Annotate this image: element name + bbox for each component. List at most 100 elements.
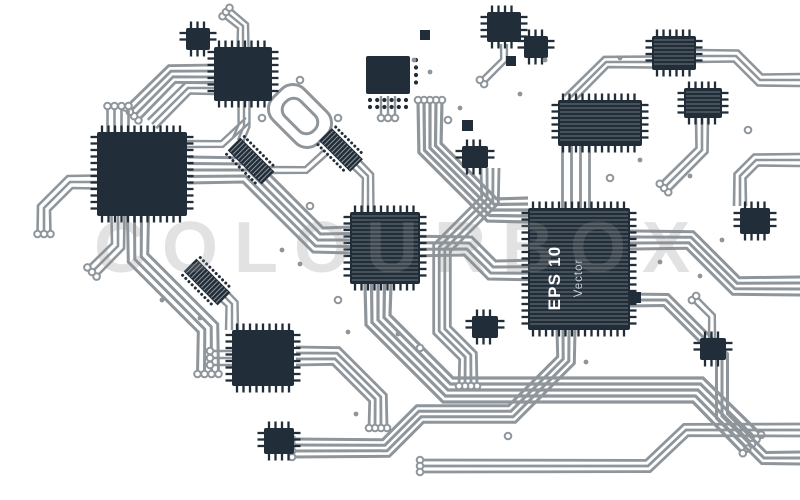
via-dot bbox=[159, 297, 165, 303]
mcu-left bbox=[90, 125, 194, 223]
connector-pad bbox=[221, 278, 225, 282]
connector-pad bbox=[208, 265, 212, 269]
loop-inner bbox=[280, 96, 320, 136]
bga-ball bbox=[367, 97, 373, 103]
connector-pad bbox=[247, 175, 251, 179]
via-ring bbox=[454, 381, 464, 391]
bga-ball bbox=[403, 104, 409, 110]
via-ring bbox=[83, 263, 92, 272]
connector-pad bbox=[249, 141, 253, 145]
trace-stub-left-southwest bbox=[83, 215, 126, 281]
connector-pad bbox=[346, 138, 350, 142]
via-ring bbox=[124, 101, 133, 111]
via-dot bbox=[637, 157, 643, 163]
via-ring bbox=[110, 101, 119, 111]
bga-ball bbox=[396, 97, 401, 103]
via-dot bbox=[617, 55, 623, 61]
bga-ball bbox=[413, 65, 419, 70]
connector-pad bbox=[206, 299, 210, 303]
connector-pad bbox=[197, 289, 201, 293]
chip-tr-3 bbox=[645, 29, 703, 77]
mcu-top-left bbox=[207, 40, 279, 108]
connector-pad bbox=[187, 280, 191, 284]
via-ring bbox=[305, 201, 315, 211]
via-dot bbox=[427, 69, 433, 75]
connector-pad bbox=[214, 272, 218, 276]
bga-ball bbox=[403, 97, 409, 103]
connector-pad bbox=[201, 259, 205, 263]
trace-bus-right-southeast bbox=[629, 292, 800, 466]
trace-link-mcu-loop bbox=[186, 116, 251, 149]
watermark-text: COLOURBOX bbox=[94, 208, 706, 288]
chip-tr-1 bbox=[480, 5, 528, 49]
trace-link-conn3-qfp bbox=[349, 157, 375, 213]
via-ring bbox=[333, 113, 343, 123]
via-ring bbox=[691, 291, 701, 301]
via-ring bbox=[738, 448, 748, 458]
via-ring bbox=[390, 113, 400, 123]
trace-link-topleft-mcu bbox=[146, 80, 215, 130]
connector-pad bbox=[234, 162, 238, 166]
connector-pad bbox=[338, 165, 342, 169]
via-ring bbox=[443, 115, 453, 125]
trace-bus-center-vertical bbox=[413, 95, 529, 224]
capacitor bbox=[420, 30, 430, 40]
connector-pad bbox=[265, 157, 269, 161]
via-ring bbox=[655, 179, 665, 189]
bga-top bbox=[366, 56, 419, 110]
connector-pad bbox=[271, 163, 275, 167]
via-ring bbox=[415, 343, 425, 353]
connector-pad bbox=[340, 131, 344, 135]
trace-bus-right-edge bbox=[732, 152, 800, 207]
connector-pad bbox=[252, 144, 256, 148]
chip-label-vector: Vector bbox=[573, 259, 585, 298]
via-ring bbox=[103, 101, 112, 111]
via-ring bbox=[193, 369, 202, 379]
connector-pad bbox=[242, 135, 246, 139]
via-ring bbox=[207, 369, 216, 379]
trace-stub-tr1-south bbox=[475, 43, 509, 89]
connector-pad bbox=[350, 141, 354, 145]
bga-ball bbox=[389, 104, 394, 110]
chip-mid-small-1 bbox=[455, 139, 495, 175]
connector-pad bbox=[184, 276, 188, 280]
via-ring bbox=[376, 113, 386, 123]
via-dot bbox=[279, 247, 285, 253]
connector-pad bbox=[231, 159, 235, 163]
connector-1 bbox=[225, 135, 275, 185]
connector-pad bbox=[356, 147, 360, 151]
via-dot bbox=[542, 57, 548, 63]
connector-pad bbox=[200, 292, 204, 296]
via-dot bbox=[297, 261, 303, 267]
connector-pad bbox=[261, 154, 265, 158]
trace-link-conn1-conn3 bbox=[263, 148, 329, 175]
connector-pad bbox=[322, 149, 326, 153]
via-ring bbox=[605, 173, 615, 183]
trace-bus-bottom-right bbox=[415, 422, 800, 477]
connector-pad bbox=[332, 159, 336, 163]
via-ring bbox=[295, 75, 305, 85]
trace-bus-left-to-qfp bbox=[187, 155, 351, 255]
via-dot bbox=[687, 173, 693, 179]
connector-pad bbox=[198, 256, 202, 260]
via-dot bbox=[395, 331, 401, 337]
via-ring bbox=[205, 360, 215, 370]
trace-bus-tr-east bbox=[695, 48, 800, 88]
chip-label-eps10: EPS 10 bbox=[545, 246, 564, 311]
bga-ball bbox=[367, 104, 373, 110]
connector-pad bbox=[268, 160, 272, 164]
connector-2 bbox=[181, 256, 231, 306]
connector-pad bbox=[253, 181, 257, 185]
connector-pad bbox=[326, 152, 330, 156]
mcu-right-big bbox=[521, 201, 637, 337]
connector-pad bbox=[343, 135, 347, 139]
connector-pad bbox=[228, 155, 232, 159]
chip-tr-2 bbox=[517, 29, 555, 65]
connector-pad bbox=[335, 162, 339, 166]
connector-pad bbox=[237, 165, 241, 169]
connector-pad bbox=[241, 168, 245, 172]
circuit-layer bbox=[33, 3, 800, 477]
bga-ball bbox=[375, 104, 380, 110]
connector-pad bbox=[359, 150, 363, 154]
